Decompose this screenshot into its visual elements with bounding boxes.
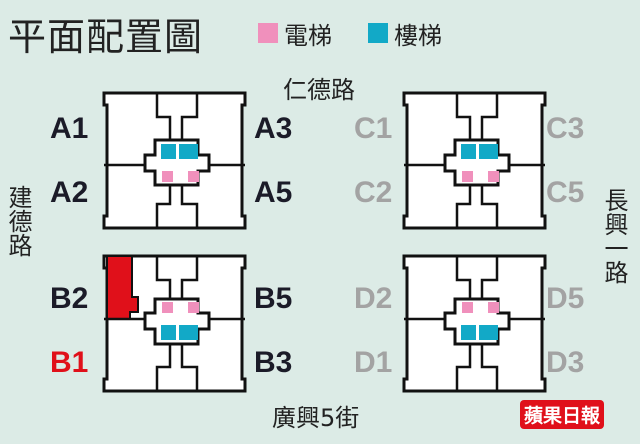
stairs-legend-swatch xyxy=(368,23,388,43)
lower-wall xyxy=(155,185,199,228)
stairs-legend-label: 樓梯 xyxy=(394,22,442,50)
street-top: 仁德路 xyxy=(283,76,355,104)
elevator xyxy=(162,171,173,182)
lower-wall xyxy=(455,256,499,299)
unit-label-c1: C1 xyxy=(354,112,393,145)
building-block-c xyxy=(402,91,547,230)
street-right: 長興一路 xyxy=(600,188,628,284)
stairs xyxy=(461,325,476,340)
elevator xyxy=(462,302,473,313)
stairs xyxy=(461,144,476,159)
building-block-a xyxy=(102,91,247,230)
unit-label-a1: A1 xyxy=(50,112,89,145)
unit-label-a3: A3 xyxy=(254,112,293,145)
elevator-legend-label: 電梯 xyxy=(284,22,332,50)
upper-wall xyxy=(455,93,499,140)
stairs xyxy=(179,144,198,159)
unit-label-c5: C5 xyxy=(546,176,585,209)
elevator xyxy=(462,171,473,182)
street-bottom: 廣興5街 xyxy=(272,404,360,432)
stairs xyxy=(161,144,176,159)
stairs xyxy=(479,325,498,340)
diagram-title: 平面配置圖 xyxy=(8,15,204,59)
building-block-b xyxy=(102,254,247,393)
lower-wall xyxy=(155,256,199,299)
unit-label-d2: D2 xyxy=(354,282,393,315)
unit-label-c2: C2 xyxy=(354,176,393,209)
unit-label-b1: B1 xyxy=(50,346,89,379)
core-hall xyxy=(443,297,511,346)
unit-label-c3: C3 xyxy=(546,112,585,145)
elevator xyxy=(162,302,173,313)
core-hall xyxy=(143,138,211,187)
unit-label-a2: A2 xyxy=(50,176,89,209)
unit-label-b5: B5 xyxy=(254,282,293,315)
upper-wall xyxy=(155,344,199,391)
stairs xyxy=(479,144,498,159)
elevator xyxy=(188,171,199,182)
stairs xyxy=(179,325,198,340)
unit-label-d1: D1 xyxy=(354,346,393,379)
unit-label-d3: D3 xyxy=(546,346,585,379)
unit-label-d5: D5 xyxy=(546,282,585,315)
unit-label-a5: A5 xyxy=(254,176,293,209)
highlighted-unit xyxy=(106,255,139,320)
core-hall xyxy=(443,138,511,187)
building-block-d xyxy=(402,254,547,393)
elevator xyxy=(188,302,199,313)
elevator-legend-swatch xyxy=(258,23,278,43)
elevator xyxy=(488,302,499,313)
core-hall xyxy=(143,297,211,346)
lower-wall xyxy=(455,185,499,228)
unit-label-b2: B2 xyxy=(50,282,89,315)
street-left: 建德路 xyxy=(4,185,32,257)
upper-wall xyxy=(455,344,499,391)
upper-wall xyxy=(155,93,199,140)
elevator xyxy=(488,171,499,182)
apple-daily-logo: 蘋果日報 xyxy=(520,400,605,429)
stairs xyxy=(161,325,176,340)
unit-label-b3: B3 xyxy=(254,346,293,379)
